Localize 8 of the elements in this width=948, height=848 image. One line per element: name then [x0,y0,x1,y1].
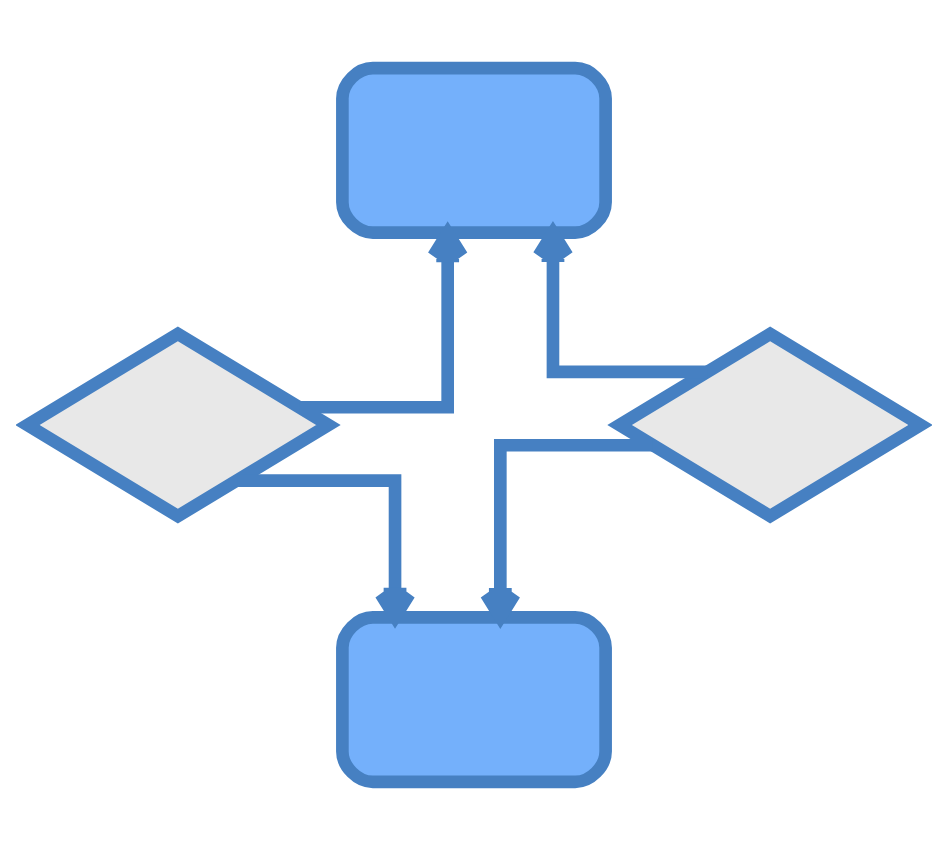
node-diamond [607,325,932,523]
arrow [532,225,708,378]
node-box [336,60,612,238]
arrow [237,473,416,623]
node-box [336,610,612,788]
arrow [299,225,469,413]
node-diamond [16,325,341,523]
arrow [479,437,653,623]
